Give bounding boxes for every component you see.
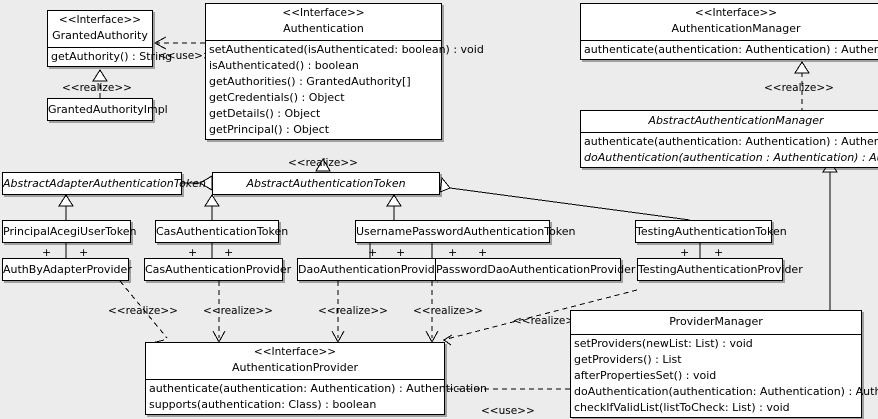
class-name: AbstractAuthenticationManager — [648, 114, 824, 127]
class-name: CasAuthenticationToken — [156, 225, 289, 238]
class-authentication[interactable]: <<Interface>> Authentication setAuthenti… — [205, 3, 484, 140]
operations-compartment: getAuthority() : String — [48, 48, 173, 66]
operation: authenticate(authentication: Authenticat… — [584, 135, 878, 148]
operation: authenticate(authentication: Authenticat… — [584, 43, 878, 56]
multiplicity-plus: + — [188, 246, 198, 259]
class-name: AbstractAuthenticationToken — [246, 177, 406, 190]
class-header: ProviderManager — [571, 311, 861, 334]
class-abstract-authentication-token[interactable]: AbstractAuthenticationToken — [212, 172, 440, 195]
class-provider-manager[interactable]: ProviderManager setProviders(newList: Li… — [570, 310, 878, 418]
operations-compartment: authenticate(authentication: Authenticat… — [581, 41, 878, 59]
class-abstract-adapter-authentication-token[interactable]: AbstractAdapterAuthenticationToken — [2, 172, 206, 195]
operation: doAuthentication(authentication: Authent… — [574, 385, 878, 398]
class-header: <<Interface>> AuthenticationManager — [581, 4, 878, 40]
class-username-password-authentication-token[interactable]: UsernamePasswordAuthenticationToken — [355, 220, 576, 243]
class-abstract-authentication-manager[interactable]: AbstractAuthenticationManager authentica… — [580, 110, 878, 168]
operation: getAuthority() : String — [51, 50, 173, 63]
relation-label-realize-dao-provider: <<realize>> — [318, 305, 388, 317]
operation: supports(authentication: Class) : boolea… — [149, 398, 377, 411]
class-name: TestingAuthenticationProvider — [638, 263, 803, 276]
compartment-divider — [48, 47, 152, 48]
class-cas-authentication-token[interactable]: CasAuthenticationToken — [155, 220, 288, 243]
operation: getDetails() : Object — [209, 107, 321, 120]
class-name: DaoAuthenticationProvider — [298, 263, 446, 276]
class-granted-authority[interactable]: <<Interface>> GrantedAuthority getAuthor… — [47, 10, 173, 67]
relation-label-use-granted-authority: <<use>> — [158, 50, 212, 62]
class-testing-authentication-token[interactable]: TestingAuthenticationToken — [635, 220, 787, 243]
compartment-divider — [581, 40, 878, 41]
operations-compartment: setAuthenticated(isAuthenticated: boolea… — [206, 41, 484, 139]
multiplicity-plus: + — [368, 246, 378, 259]
compartment-divider — [581, 132, 878, 133]
class-name: AbstractAdapterAuthenticationToken — [3, 177, 206, 190]
operation: getAuthorities() : GrantedAuthority[] — [209, 75, 411, 88]
relation-label-realize-cas-provider: <<realize>> — [203, 305, 273, 317]
operation: setProviders(newList: List) : void — [574, 337, 753, 350]
stereotype-label: <<Interface>> — [253, 346, 337, 358]
relation-label-realize-granted-authority-impl: <<realize>> — [62, 82, 132, 94]
stereotype-label: <<Interface>> — [58, 14, 142, 26]
operation: getPrincipal() : Object — [209, 123, 330, 136]
operation: isAuthenticated() : boolean — [209, 59, 359, 72]
operation: getProviders() : List — [574, 353, 682, 366]
compartment-divider — [206, 40, 441, 41]
class-name: ProviderManager — [669, 315, 763, 328]
class-name: CasAuthenticationProvider — [145, 263, 292, 276]
class-name: AuthenticationManager — [671, 22, 801, 35]
operation: afterPropertiesSet() : void — [574, 369, 717, 382]
class-header: <<Interface>> AuthenticationProvider — [146, 343, 444, 379]
class-name: AuthenticationProvider — [231, 361, 359, 374]
class-principal-acegi-user-token[interactable]: PrincipalAcegiUserToken — [2, 220, 136, 243]
operations-compartment: authenticate(authentication: Authenticat… — [581, 133, 878, 167]
class-password-dao-authentication-provider[interactable]: PasswordDaoAuthenticationProvider — [435, 258, 635, 281]
class-name: AuthByAdapterProvider — [3, 263, 132, 276]
class-auth-by-adapter-provider[interactable]: AuthByAdapterProvider — [2, 258, 132, 281]
operation: doAuthentication(authentication : Authen… — [584, 151, 878, 164]
compartment-divider — [571, 334, 861, 335]
class-dao-authentication-provider[interactable]: DaoAuthenticationProvider — [297, 258, 446, 281]
compartment-divider — [146, 379, 444, 380]
relation-label-realize-abstract-manager: <<realize>> — [764, 82, 834, 94]
class-name: UsernamePasswordAuthenticationToken — [356, 225, 576, 238]
class-name: PrincipalAcegiUserToken — [3, 225, 137, 238]
relation-label-realize-authentication-token: <<realize>> — [288, 157, 358, 169]
class-name: GrantedAuthority — [52, 29, 148, 42]
operations-compartment: setProviders(newList: List) : void getPr… — [571, 335, 878, 417]
operation: authenticate(authentication: Authenticat… — [149, 382, 487, 395]
class-testing-authentication-provider[interactable]: TestingAuthenticationProvider — [637, 258, 803, 281]
operations-compartment: authenticate(authentication: Authenticat… — [146, 380, 487, 414]
operation: setAuthenticated(isAuthenticated: boolea… — [209, 43, 484, 56]
class-name: Authentication — [283, 22, 364, 35]
class-name: TestingAuthenticationToken — [636, 225, 787, 238]
multiplicity-plus: + — [42, 246, 52, 259]
multiplicity-plus: + — [448, 246, 458, 259]
multiplicity-plus: + — [224, 246, 234, 259]
multiplicity-plus: + — [478, 246, 488, 259]
class-granted-authority-impl[interactable]: GrantedAuthorityImpl — [47, 98, 168, 121]
multiplicity-plus: + — [396, 246, 406, 259]
class-authentication-provider[interactable]: <<Interface>> AuthenticationProvider aut… — [145, 342, 487, 415]
multiplicity-plus: + — [680, 246, 690, 259]
class-name: PasswordDaoAuthenticationProvider — [436, 263, 636, 276]
class-header: <<Interface>> Authentication — [206, 4, 441, 40]
relation-label-realize-auth-by-adapter: <<realize>> — [108, 305, 178, 317]
relation-label-realize-password-dao-provider: <<realize>> — [413, 305, 483, 317]
class-cas-authentication-provider[interactable]: CasAuthenticationProvider — [144, 258, 291, 281]
operation: getCredentials() : Object — [209, 91, 345, 104]
operation: checkIfValidList(listToCheck: List) : vo… — [574, 401, 790, 414]
stereotype-label: <<Interface>> — [694, 7, 778, 19]
relation-label-use-provider-manager: <<use>> — [481, 405, 535, 417]
class-authentication-manager[interactable]: <<Interface>> AuthenticationManager auth… — [580, 3, 878, 60]
stereotype-label: <<Interface>> — [282, 7, 365, 19]
class-header: <<Interface>> GrantedAuthority — [48, 11, 152, 47]
class-header: AbstractAuthenticationManager — [581, 111, 878, 132]
class-name: GrantedAuthorityImpl — [48, 103, 168, 116]
multiplicity-plus: + — [79, 246, 89, 259]
multiplicity-plus: + — [714, 246, 724, 259]
